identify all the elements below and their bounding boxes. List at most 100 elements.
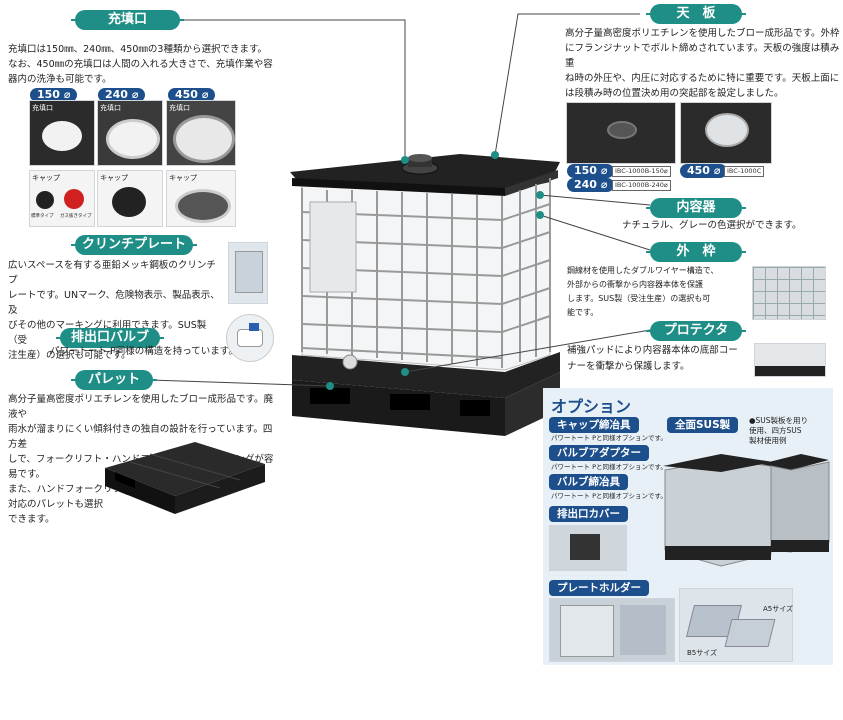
text-line: にフランジナットでボルト締めされています。天板の強度は積み重: [565, 43, 840, 69]
protector-title: プロテクタ: [646, 321, 746, 341]
option-valve-tool: バルブ締冶具: [549, 474, 628, 490]
protector-photo: [754, 343, 826, 377]
protector-text: 補強パッドにより内容器本体の底部コー ナーを衝撃から保護します。: [567, 343, 757, 375]
text-line: 広いスペースを有する亜鉛メッキ鋼板のクリンチプ: [8, 260, 216, 286]
size-value: 150: [574, 164, 597, 177]
model-tag-450: IBC-1000C: [724, 166, 765, 177]
outer-frame-text: 鋼線材を使用したダブルワイヤー構造で、 外部からの衝撃から内容器本体を保護 しま…: [567, 264, 747, 320]
option-plate-holder: プレートホルダー: [549, 580, 649, 596]
text-line: 使用、四方SUS: [749, 426, 802, 435]
text-line: ね時の外圧や、内圧に対応するために特に重要です。天板上面に: [565, 73, 840, 84]
cap-photo-150: キャップ 標準タイプ ガス抜きタイプ: [29, 170, 95, 227]
outer-frame-photo: [752, 266, 826, 320]
size-a5-label: A5サイズ: [763, 605, 794, 613]
clinch-plate-title: クリンチプレート: [71, 235, 197, 255]
text-line: できます。: [8, 514, 55, 525]
option-cap-tool: キャップ締冶具: [549, 417, 639, 433]
sus-note: ●SUS製板を用り 使用、四方SUS 製材使用例: [749, 416, 808, 446]
size-unit: ⌀: [63, 88, 71, 101]
model-tag-150: IBC-1000B-150⌀: [612, 166, 671, 177]
text-line: 注生産）の選択も可能です。: [8, 350, 131, 361]
plate-sizes-photo: [679, 588, 793, 662]
text-line: 高分子量高密度ポリエチレンを使用したブロー成形品です。廃液や: [8, 394, 274, 420]
photo-label: 充填口: [169, 104, 190, 112]
text-line: 能です。: [567, 308, 599, 317]
top-plate-photo-150-240: [566, 102, 676, 164]
photo-label: 充填口: [32, 104, 53, 112]
pallet-illustration: [105, 442, 265, 514]
port-photo-450: 充填口: [166, 100, 236, 166]
inner-container-text: ナチュラル、グレーの色選択ができます。: [622, 220, 802, 231]
drain-valve-text: パワートート P同様の構造を持っています。: [50, 346, 238, 357]
text-line: は段積み時の位置決め用の突起部を設定しました。: [565, 88, 784, 99]
option-note: パワートート Pと同様オプションです。: [551, 434, 667, 442]
cap-photo-240: キャップ: [97, 170, 163, 227]
size-unit: ⌀: [600, 178, 608, 191]
size-unit: ⌀: [600, 164, 608, 177]
cap-photo-450: キャップ: [166, 170, 236, 227]
size-b5-label: B5サイズ: [687, 649, 718, 657]
top-badge-450: 450 ⌀: [680, 164, 728, 178]
size-badge-240: 240 ⌀: [98, 88, 146, 102]
text-line: また、ハンドフォークリフト: [8, 484, 132, 495]
text-line: びその他のマーキングに利用できます。SUS製（受: [8, 320, 207, 346]
top-badge-150: 150 ⌀: [567, 164, 615, 178]
cap-label: キャップ: [169, 174, 197, 182]
text-line: ●SUS製板を用り: [749, 416, 809, 425]
text-line: します。SUS製（受注生産）の選択も可: [567, 294, 711, 303]
photo-label: 充填口: [100, 104, 121, 112]
cap-label: キャップ: [100, 174, 128, 182]
clinch-plate-photo: [228, 242, 268, 304]
text-line: 雨水が溜まりにくい傾斜付きの独自の設計を行っています。四方差: [8, 424, 273, 450]
cap-label: キャップ: [32, 174, 60, 182]
size-badge-450: 450 ⌀: [168, 88, 216, 102]
filling-port-text: 充填口は150㎜、240㎜、450㎜の3種類から選択できます。 なお、450㎜の…: [8, 42, 273, 87]
cap-note: 標準タイプ: [31, 214, 54, 219]
text-line: 製材使用例: [749, 436, 787, 445]
drain-valve-photo: [226, 314, 274, 362]
cap-note: ガス抜きタイプ: [60, 214, 92, 219]
text-line: 高分子量高密度ポリエチレンを使用したブロー成形品です。外枠: [565, 28, 840, 39]
text-line: 充填口は150㎜、240㎜、450㎜の3種類から選択できます。: [8, 44, 267, 55]
size-badge-150: 150 ⌀: [30, 88, 78, 102]
size-value: 450: [687, 164, 710, 177]
size-unit: ⌀: [713, 164, 721, 177]
clinch-plate-text: 広いスペースを有する亜鉛メッキ鋼板のクリンチプ レートです。UNマーク、危険物表…: [8, 258, 223, 363]
options-panel: オプション キャップ締冶具 パワートート Pと同様オプションです。 バルブアダプ…: [543, 388, 833, 665]
top-badge-240: 240 ⌀: [567, 178, 615, 192]
text-line: 対応のパレットも選択: [8, 499, 104, 510]
drain-cover-photo: [549, 525, 627, 571]
option-note: パワートート Pと同様オプションです。: [551, 463, 667, 471]
model-tag-240: IBC-1000B-240⌀: [612, 180, 671, 191]
ibc-tote-illustration: [290, 154, 560, 436]
size-value: 150: [37, 88, 60, 101]
text-line: 外部からの衝撃から内容器本体を保護: [567, 280, 703, 289]
port-photo-150: 充填口: [29, 100, 95, 166]
option-valve-adapter: バルブアダプター: [549, 445, 649, 461]
text-line: 補強パッドにより内容器本体の底部コー: [567, 345, 738, 356]
size-value: 240: [105, 88, 128, 101]
text-line: なお、450㎜の充填口は人間の入れる大きさで、充填作業や容: [8, 59, 273, 70]
top-plate-text: 高分子量高密度ポリエチレンを使用したブロー成形品です。外枠 にフランジナットでボ…: [565, 26, 843, 101]
size-unit: ⌀: [201, 88, 209, 101]
text-line: ナーを衝撃から保護します。: [567, 361, 690, 372]
options-title: オプション: [551, 397, 632, 416]
pallet-title: パレット: [71, 370, 157, 390]
text-line: 器内の洗浄も可能です。: [8, 74, 112, 85]
option-sus: 全面SUS製: [667, 417, 739, 433]
drain-valve-title: 排出口バルブ: [56, 328, 164, 348]
size-unit: ⌀: [131, 88, 139, 101]
option-drain-cover: 排出口カバー: [549, 506, 628, 522]
filling-port-title: 充填口: [71, 10, 184, 30]
top-plate-title: 天 板: [646, 4, 746, 24]
outer-frame-title: 外 枠: [646, 242, 746, 262]
size-value: 240: [574, 178, 597, 191]
size-value: 450: [175, 88, 198, 101]
option-note: パワートート Pと同様オプションです。: [551, 492, 667, 500]
port-photo-240: 充填口: [97, 100, 163, 166]
plate-holder-photo: [549, 598, 675, 662]
top-plate-photo-450: [680, 102, 772, 164]
text-line: 鋼線材を使用したダブルワイヤー構造で、: [567, 266, 719, 275]
sus-tote-photo: [663, 454, 830, 567]
